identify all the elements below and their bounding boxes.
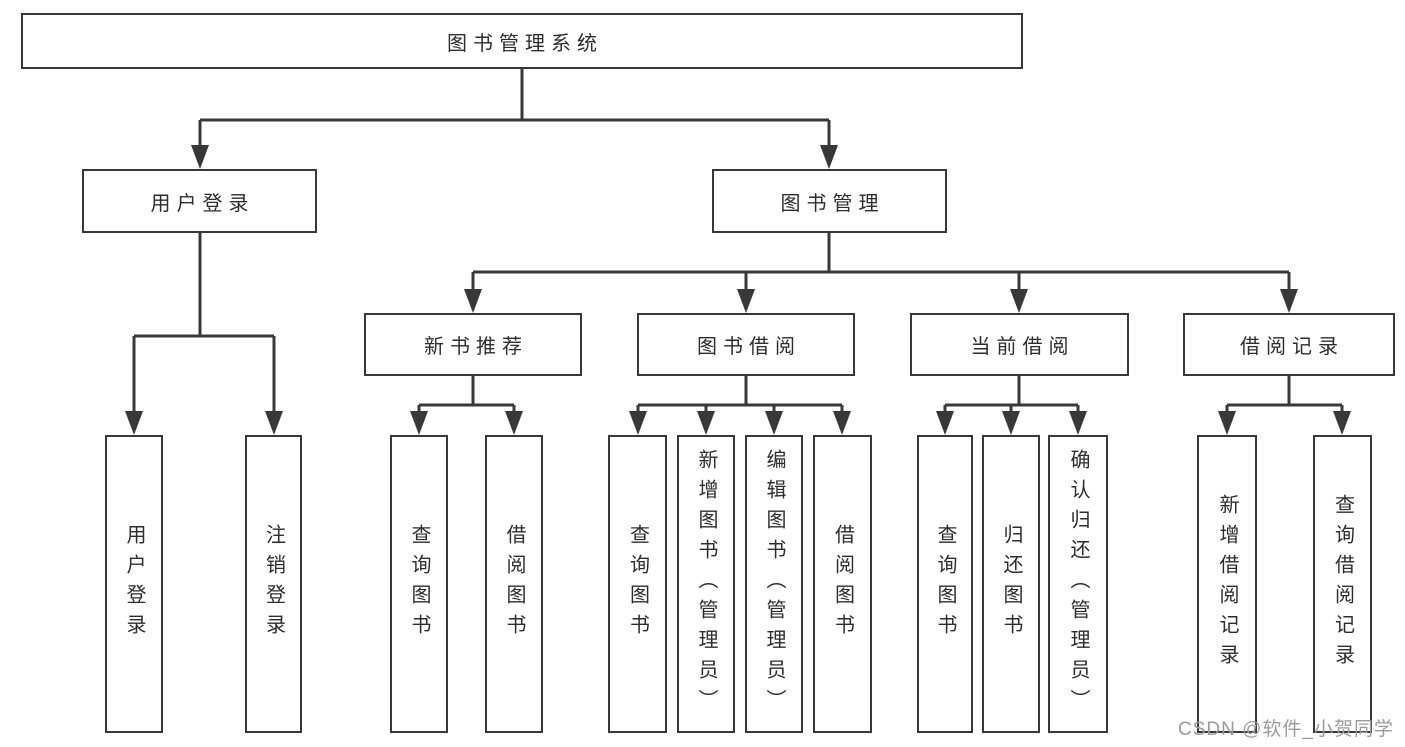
arrow-icon: [1069, 411, 1087, 435]
node-new-book-recommend: 新书推荐: [364, 313, 582, 376]
leaf-label: 借阅图书: [503, 524, 525, 644]
leaf-user-login: 用户登录: [105, 435, 163, 733]
node-user-login: 用户登录: [82, 169, 317, 233]
leaf-logout: 注销登录: [245, 435, 302, 733]
leaf-record-add-borrow-record: 新增借阅记录: [1197, 435, 1257, 733]
arrow-icon: [697, 411, 715, 435]
leaf-label: 查询借阅记录: [1331, 494, 1354, 674]
leaf-recommend-query-books: 查询图书: [390, 435, 448, 733]
leaf-label: 查询图书: [934, 524, 956, 644]
leaf-recommend-borrow-books: 借阅图书: [485, 435, 543, 733]
arrow-icon: [629, 411, 647, 435]
tree-edges: [132, 69, 1344, 411]
node-book-borrow: 图书借阅: [637, 313, 855, 376]
leaf-current-return-books: 归还图书: [982, 435, 1040, 733]
leaf-label: 查询图书: [626, 524, 649, 644]
leaf-record-query-borrow-record: 查询借阅记录: [1313, 435, 1372, 733]
leaf-borrow-query-books: 查询图书: [608, 435, 667, 733]
arrow-icon: [1333, 411, 1351, 435]
arrow-icon: [1218, 411, 1236, 435]
arrowheads: [125, 145, 1351, 435]
arrow-icon: [1002, 411, 1020, 435]
csdn-watermark: CSDN @软件_小贺同学: [1178, 719, 1394, 740]
node-root-system: 图书管理系统: [21, 13, 1023, 69]
leaf-current-confirm-return-admin: 确认归还（管理员）: [1048, 435, 1108, 733]
arrow-icon: [505, 411, 523, 435]
leaf-borrow-borrow-books: 借阅图书: [813, 435, 872, 733]
node-book-management: 图书管理: [712, 169, 947, 233]
leaf-label: 用户登录: [123, 524, 145, 644]
arrow-icon: [464, 289, 482, 313]
node-borrow-records: 借阅记录: [1183, 313, 1395, 376]
arrow-icon: [410, 411, 428, 435]
leaf-borrow-add-books-admin: 新增图书（管理员）: [677, 435, 735, 733]
arrow-icon: [820, 145, 838, 169]
leaf-label: 新增图书（管理员）: [695, 449, 717, 719]
leaf-label: 借阅图书: [831, 524, 854, 644]
node-current-borrow: 当前借阅: [910, 313, 1129, 376]
leaf-borrow-edit-books-admin: 编辑图书（管理员）: [745, 435, 803, 733]
leaf-label: 确认归还（管理员）: [1067, 449, 1089, 719]
arrow-icon: [191, 145, 209, 169]
leaf-label: 查询图书: [408, 524, 430, 644]
arrow-icon: [265, 411, 283, 435]
leaf-current-query-books: 查询图书: [917, 435, 973, 733]
leaf-label: 新增借阅记录: [1216, 494, 1238, 674]
arrow-icon: [765, 411, 783, 435]
arrow-icon: [833, 411, 851, 435]
leaf-label: 归还图书: [1000, 524, 1022, 644]
arrow-icon: [936, 411, 954, 435]
arrow-icon: [1280, 289, 1298, 313]
arrow-icon: [125, 411, 143, 435]
arrow-icon: [1010, 289, 1028, 313]
arrow-icon: [737, 289, 755, 313]
leaf-label: 注销登录: [262, 524, 285, 644]
leaf-label: 编辑图书（管理员）: [763, 449, 785, 719]
